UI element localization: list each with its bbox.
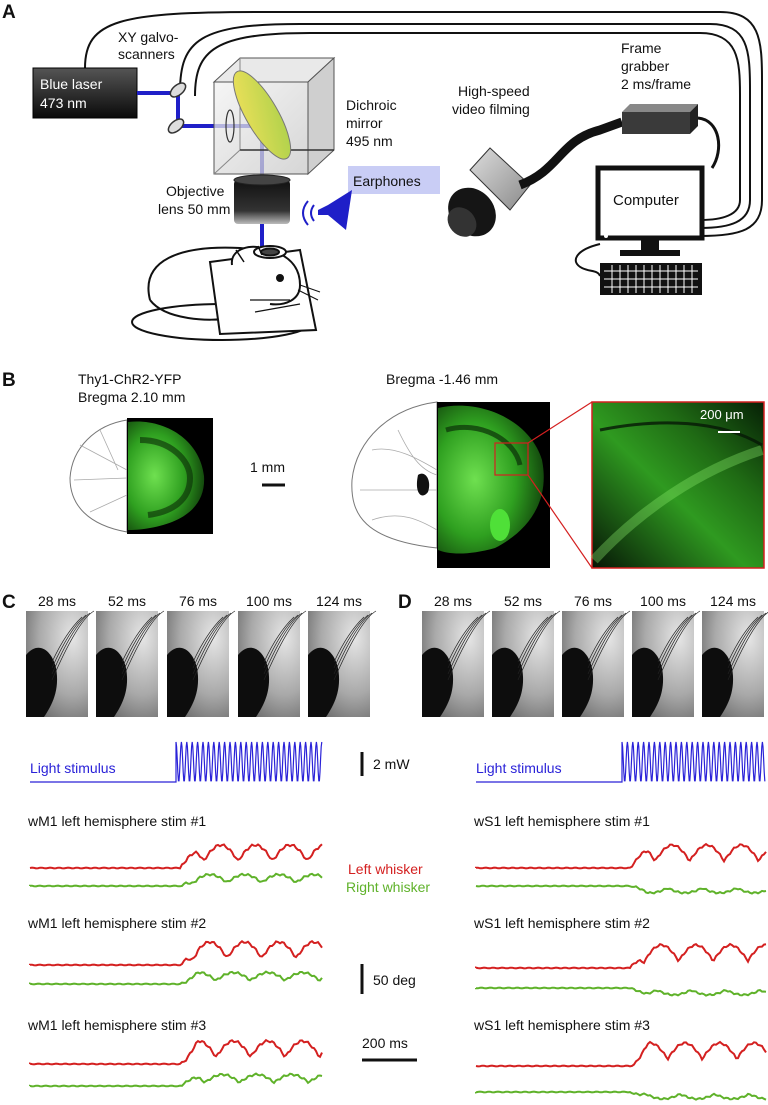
inset-region-marker	[494, 442, 529, 476]
dichroic-label-3: 495 nm	[346, 133, 393, 149]
frame-time-label: 124 ms	[710, 593, 756, 609]
right-whisker-trace-c	[29, 1072, 323, 1088]
trace-title-c: wM1 left hemisphere stim #3	[27, 1017, 206, 1033]
camera-cable	[518, 117, 624, 190]
right-whisker-trace-d	[475, 986, 767, 997]
whisker-traces: wM1 left hemisphere stim #1 wM1 left hemi…	[27, 741, 767, 1101]
frame-time-label: 76 ms	[574, 593, 612, 609]
laser-label: Blue laser	[40, 76, 103, 92]
video-frame	[238, 610, 307, 717]
video-frame	[702, 611, 768, 717]
blue-laser: Blue laser 473 nm	[32, 67, 138, 119]
frame-grabber	[622, 104, 698, 134]
left-whisker-trace-c	[29, 843, 323, 870]
video-frame	[308, 610, 377, 717]
laser-wavelength: 473 nm	[40, 95, 87, 111]
frame-time-label: 124 ms	[316, 593, 362, 609]
trace-title-d: wS1 left hemisphere stim #1	[473, 813, 650, 829]
inset-connector-bottom	[527, 474, 593, 569]
galvo-scanners	[167, 82, 187, 134]
panel-label-d: D	[398, 592, 412, 613]
video-label-1: High-speed	[458, 83, 530, 99]
grabber-label-3: 2 ms/frame	[621, 76, 691, 92]
inset-connector-top	[527, 401, 593, 444]
video-frame	[492, 610, 561, 717]
right-whisker-trace-c	[29, 872, 323, 888]
time-scale-label: 200 ms	[362, 1035, 408, 1051]
video-frame	[632, 610, 701, 717]
frame-time-label: 28 ms	[434, 593, 472, 609]
grabber-label-1: Frame	[621, 40, 662, 56]
right-whisker-trace-c	[29, 970, 323, 986]
frame-time-label: 100 ms	[246, 593, 292, 609]
high-speed-camera	[447, 147, 531, 237]
light-stimulus-label-c: Light stimulus	[30, 760, 116, 776]
earphones-label-box	[348, 166, 440, 194]
video-frame	[422, 610, 491, 717]
earphone-icon	[302, 190, 352, 230]
objective-lens	[233, 174, 291, 224]
trace-title-d: wS1 left hemisphere stim #2	[473, 915, 650, 931]
panel-label-c: C	[2, 592, 16, 613]
trace-title-c: wM1 left hemisphere stim #1	[27, 813, 206, 829]
left-whisker-trace-d	[475, 842, 767, 870]
coronal-section-posterior	[351, 401, 550, 568]
computer-label: Computer	[613, 192, 679, 209]
scale-bar-um-label: 200 μm	[700, 407, 744, 422]
dichroic-cube	[212, 56, 336, 176]
left-whisker-trace-d	[475, 942, 767, 970]
galvo-label-2: scanners	[118, 46, 175, 62]
frame-time-label: 52 ms	[504, 593, 542, 609]
right-whisker-trace-d	[475, 1090, 767, 1101]
trace-title-c: wM1 left hemisphere stim #2	[27, 915, 206, 931]
light-stimulus-trace-c	[30, 741, 323, 783]
left-whisker-trace-c	[29, 1038, 323, 1066]
trace-title-d: wS1 left hemisphere stim #3	[473, 1017, 650, 1033]
dichroic-label-1: Dichroic	[346, 97, 397, 113]
objective-label-1: Objective	[166, 183, 225, 199]
video-frames: 28 ms 52 ms 76 ms 100 ms 124 ms 28 ms 52 ms 76 …	[26, 593, 768, 717]
light-stimulus-trace-d	[476, 741, 766, 783]
left-whisker-trace-d	[475, 1040, 767, 1068]
light-stimulus-label-d: Light stimulus	[476, 760, 562, 776]
histology-left-title-2: Bregma 2.10 mm	[78, 389, 185, 405]
legend-right-whisker: Right whisker	[346, 879, 430, 895]
earphones-label: Earphones	[353, 173, 421, 189]
angle-scale-label: 50 deg	[373, 972, 416, 988]
frame-time-label: 100 ms	[640, 593, 686, 609]
grabber-cable	[697, 116, 721, 169]
objective-label-2: lens 50 mm	[158, 201, 230, 217]
video-frame	[26, 610, 95, 717]
dichroic-mirror	[232, 70, 292, 160]
histology-right-title: Bregma -1.46 mm	[386, 371, 498, 387]
video-label-2: video filming	[452, 101, 530, 117]
computer	[574, 165, 705, 295]
video-frame	[562, 610, 631, 717]
panel-label-a: A	[2, 2, 16, 23]
cables	[84, 11, 763, 237]
histology-left-title-1: Thy1-ChR2-YFP	[78, 371, 181, 387]
frame-time-label: 52 ms	[108, 593, 146, 609]
coronal-section-anterior	[69, 418, 213, 534]
cortex-inset	[590, 401, 765, 569]
legend-left-whisker: Left whisker	[348, 861, 423, 877]
frame-time-label: 76 ms	[179, 593, 217, 609]
frame-time-label: 28 ms	[38, 593, 76, 609]
scale-bar-mm-label: 1 mm	[250, 459, 285, 475]
video-frame	[167, 610, 236, 717]
panel-label-b: B	[2, 370, 16, 391]
grabber-label-2: grabber	[621, 58, 670, 74]
right-whisker-trace-d	[475, 884, 767, 895]
dichroic-label-2: mirror	[346, 115, 383, 131]
power-scale-label: 2 mW	[373, 756, 410, 772]
galvo-label-1: XY galvo-	[118, 29, 179, 45]
video-frame	[96, 610, 165, 717]
mouse-illustration	[131, 245, 321, 341]
left-whisker-trace-c	[29, 939, 323, 967]
